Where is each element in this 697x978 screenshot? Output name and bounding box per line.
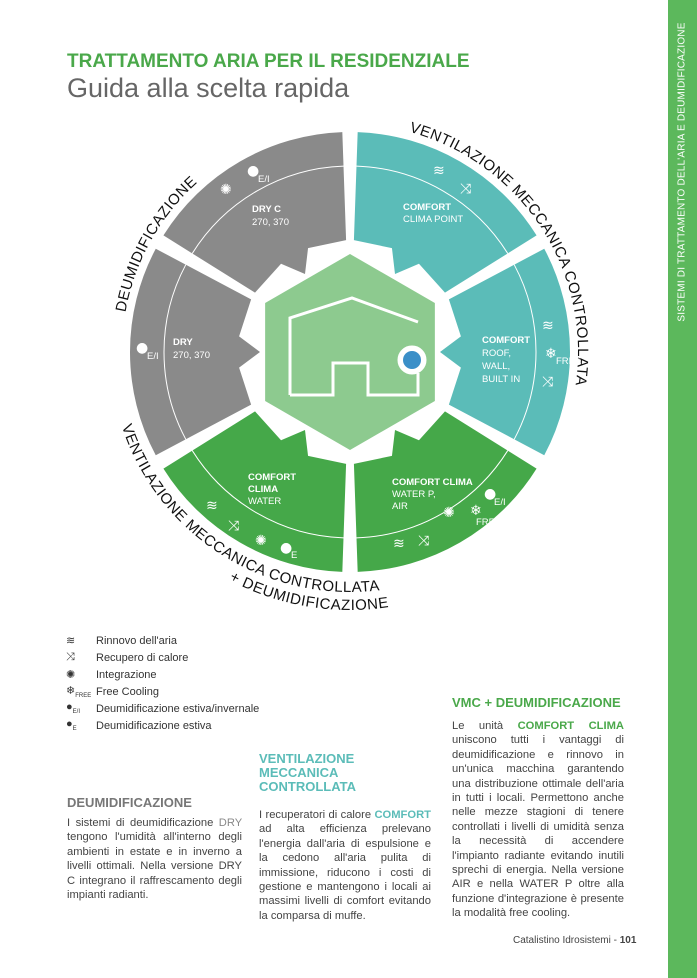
svg-text:WALL,: WALL,	[482, 361, 510, 372]
page-kicker: TRATTAMENTO ARIA PER IL RESIDENZIALE	[67, 51, 470, 72]
air-renewal-icon: ≋	[66, 635, 76, 647]
air-renewal-icon: ≋	[206, 498, 218, 514]
svg-text:FREE: FREE	[556, 356, 581, 367]
heat-recovery-icon: ⤨	[460, 181, 472, 197]
drop-icon: ●	[136, 340, 148, 356]
legend-item: ≋Rinnovo dell'aria	[66, 634, 177, 648]
wheel-segment-dry[interactable]	[129, 248, 260, 456]
legend-item: ✺Integrazione	[66, 668, 157, 682]
drop-icon: ●	[484, 486, 496, 502]
segment-divider-arc	[513, 264, 537, 440]
column-body: Le unità COMFORT CLIMA uniscono tutti i …	[452, 720, 625, 920]
segment-comfort-clima-water[interactable]: COMFORT CLIMA WATER ≋ ⤨ ✺ ● E	[206, 472, 297, 561]
air-renewal-icon: ≋	[393, 536, 405, 552]
segment-dry[interactable]: DRY 270, 370 ● E/I	[136, 337, 210, 362]
segment-divider-arc	[163, 264, 187, 440]
column-title: VMC + DEUMIDIFICAZIONE	[452, 695, 621, 710]
page-title: Guida alla scelta rapida	[67, 73, 350, 103]
segment-title: COMFORT CLIMA	[392, 477, 473, 488]
selection-wheel-diagram: DEUMIDIFICAZIONE VENTILAZIONE MECCANICA …	[113, 119, 591, 614]
drop-icon: ●E	[66, 718, 77, 733]
column-body: I sistemi di deumidificazione DRY tengon…	[67, 817, 242, 902]
svg-text:E: E	[291, 550, 297, 561]
legend-item: ⤨Recupero di calore	[66, 651, 189, 664]
center-hexagon	[265, 254, 435, 450]
air-renewal-icon: ≋	[542, 318, 554, 334]
column-title: DEUMIDIFICAZIONE	[67, 795, 192, 810]
icon-sub: E/I	[258, 174, 270, 185]
segment-models: 270, 370	[252, 217, 289, 228]
segment-title: DRY C	[252, 204, 281, 215]
segment-divider-arc	[191, 450, 344, 539]
segment-title: DRY	[173, 337, 193, 348]
deumidificazione-column: DEUMIDIFICAZIONE I sistemi di deumidific…	[67, 796, 242, 902]
segment-title: COMFORT	[482, 335, 530, 346]
segment-models: CLIMA POINT	[403, 214, 463, 225]
integration-icon: ✺	[220, 182, 232, 198]
section-sidebar: SISTEMI DI TRATTAMENTO DELL'ARIA E DEUMI…	[668, 0, 697, 978]
svg-text:FREE: FREE	[476, 517, 501, 528]
heat-recovery-icon: ⤨	[542, 374, 554, 390]
drop-icon: ●	[280, 540, 292, 556]
free-cooling-icon: ❄FREE	[66, 684, 92, 700]
drop-icon: ●	[247, 163, 259, 179]
svg-text:E/I: E/I	[494, 497, 506, 508]
integration-icon: ✺	[66, 669, 76, 681]
segment-comfort-clima-point[interactable]: COMFORT CLIMA POINT ≋ ⤨	[403, 163, 472, 225]
svg-text:BUILT IN: BUILT IN	[482, 374, 520, 385]
segment-divider-arc	[356, 450, 509, 539]
heat-recovery-icon: ⤨	[228, 518, 240, 534]
heat-recovery-icon: ⤨	[418, 533, 430, 549]
wheel-segment-roof-wall[interactable]	[440, 248, 570, 456]
air-renewal-icon: ≋	[433, 163, 445, 179]
page-number: 101	[619, 935, 637, 946]
free-cooling-icon: ❄	[545, 346, 557, 362]
segment-comfort-clima-water-p-air[interactable]: COMFORT CLIMA WATER P, AIR ● E/I ✺ ❄ FRE…	[392, 477, 506, 552]
svg-text:WATER P,: WATER P,	[392, 489, 436, 500]
heat-recovery-icon: ⤨	[66, 651, 75, 663]
svg-text:CLIMA: CLIMA	[248, 484, 278, 495]
column-body: I recuperatori di calore COMFORT ad alta…	[259, 809, 431, 922]
vmc-column: VENTILAZIONE MECCANICA CONTROLLATA I rec…	[259, 752, 431, 923]
icon-legend: ≋Rinnovo dell'aria ⤨Recupero di calore ✺…	[66, 632, 259, 734]
svg-text:AIR: AIR	[392, 501, 408, 512]
column-title: VENTILAZIONE MECCANICA CONTROLLATA	[259, 751, 356, 794]
segment-divider-arc	[356, 165, 509, 254]
house-icon	[288, 296, 427, 397]
integration-icon: ✺	[443, 505, 455, 521]
page-footer: Catalistino Idrosistemi - 101	[513, 935, 637, 946]
integration-icon: ✺	[255, 533, 267, 549]
free-cooling-icon: ❄	[470, 503, 482, 519]
vmc-deum-column: VMC + DEUMIDIFICAZIONE Le unità COMFORT …	[452, 696, 624, 921]
segment-dry-c[interactable]: DRY C 270, 370 ✺ ● E/I	[220, 163, 289, 228]
segment-models: 270, 370	[173, 350, 210, 361]
svg-text:WATER: WATER	[248, 496, 281, 507]
svg-text:ROOF,: ROOF,	[482, 348, 511, 359]
svg-text:COMFORT: COMFORT	[248, 472, 296, 483]
segment-comfort-roof-wall[interactable]: COMFORT ROOF, WALL, BUILT IN ≋ ❄ FREE ⤨	[482, 318, 581, 390]
segment-divider-arc	[191, 165, 344, 254]
segment-title: COMFORT	[403, 202, 451, 213]
drop-icon: ●E/I	[66, 701, 80, 716]
svg-text:E/I: E/I	[147, 351, 159, 362]
